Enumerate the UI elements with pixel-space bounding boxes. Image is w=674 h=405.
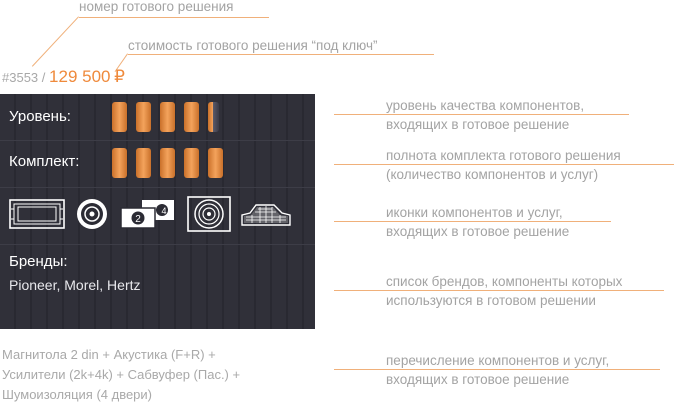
- amp-badge-2: 2: [135, 214, 141, 225]
- icons-annotation: иконки компонентов и услуг, входящих в г…: [386, 203, 569, 241]
- completeness-underline: [334, 164, 674, 165]
- listing-annotation-line2: входящих в готовое решение: [386, 372, 570, 387]
- brands-section: Бренды: Pioneer, Morel, Hertz: [0, 245, 315, 329]
- brands-list: Pioneer, Morel, Hertz: [9, 277, 141, 293]
- level-bar: [184, 102, 199, 132]
- level-bar-partial: [208, 102, 219, 132]
- sound-insulation-icon: [240, 198, 292, 230]
- turnkey-cost-underline: [128, 54, 434, 55]
- set-bar: [112, 148, 127, 178]
- components-line: Усилители (2k+4k) + Сабвуфер (Пас.) +: [2, 367, 241, 382]
- set-bar: [136, 148, 151, 178]
- components-line: Магнитола 2 din + Акустика (F+R) +: [2, 347, 216, 362]
- completeness-annotation-line1: полнота комплекта готового решения: [386, 148, 621, 163]
- quality-annotation-line2: входящих в готовое решение: [386, 117, 570, 132]
- level-bars: [112, 102, 219, 132]
- set-label: Комплект:: [9, 153, 80, 170]
- subwoofer-icon: [186, 196, 232, 232]
- quality-underline: [334, 114, 629, 115]
- components-line: Шумоизоляция (4 двери): [2, 387, 153, 402]
- icons-annotation-line1: иконки компонентов и услуг,: [386, 205, 563, 220]
- separator: /: [41, 70, 46, 85]
- brands-annotation-line1: список брендов, компоненты которых: [386, 274, 623, 289]
- brands-underline: [334, 290, 664, 291]
- completeness-annotation: полнота комплекта готового решения (коли…: [386, 146, 621, 184]
- level-bar: [112, 102, 127, 132]
- brands-annotation-line2: используются в готовом решении: [386, 293, 596, 308]
- solution-id: #3553: [2, 70, 39, 85]
- head-unit-2din-icon: [8, 198, 66, 230]
- listing-underline: [334, 369, 660, 370]
- currency-symbol: ₽: [114, 67, 125, 86]
- set-bars: [112, 148, 223, 178]
- icons-annotation-line2: входящих в готовое решение: [386, 224, 570, 239]
- solution-card[interactable]: Уровень: Комплект:: [0, 94, 315, 329]
- solution-price: 129 500: [49, 67, 111, 86]
- quality-annotation-line1: уровень качества компонентов,: [386, 98, 585, 113]
- amplifier-2ch-4ch-icon: 2 4: [118, 198, 178, 230]
- components-description: Магнитола 2 din + Акустика (F+R) + Усили…: [2, 345, 302, 405]
- quality-annotation: уровень качества компонентов, входящих в…: [386, 96, 584, 134]
- brands-label: Бренды:: [9, 253, 68, 270]
- level-row: Уровень:: [0, 94, 315, 141]
- set-bar: [160, 148, 175, 178]
- solution-header: #3553 / 129 500 ₽: [2, 67, 125, 87]
- set-bar: [208, 148, 223, 178]
- turnkey-cost-annotation: стоимость готового решения “под ключ”: [128, 38, 378, 53]
- level-bar: [160, 102, 175, 132]
- level-bar: [136, 102, 151, 132]
- set-row: Комплект:: [0, 141, 315, 188]
- brands-annotation: список брендов, компоненты которых испол…: [386, 272, 622, 310]
- solution-number-leader: [31, 16, 79, 67]
- icons-row: 2 4: [0, 188, 315, 245]
- speaker-icon: [74, 198, 110, 230]
- solution-number-underline: [79, 17, 269, 18]
- solution-number-annotation: номер готового решения: [79, 0, 234, 14]
- icons-underline: [334, 221, 611, 222]
- listing-annotation: перечисление компонентов и услуг, входящ…: [386, 351, 609, 389]
- level-label: Уровень:: [9, 108, 71, 125]
- amp-badge-4: 4: [161, 206, 166, 216]
- completeness-annotation-line2: (количество компонентов и услуг): [386, 167, 599, 182]
- set-bar: [184, 148, 199, 178]
- listing-annotation-line1: перечисление компонентов и услуг,: [386, 353, 610, 368]
